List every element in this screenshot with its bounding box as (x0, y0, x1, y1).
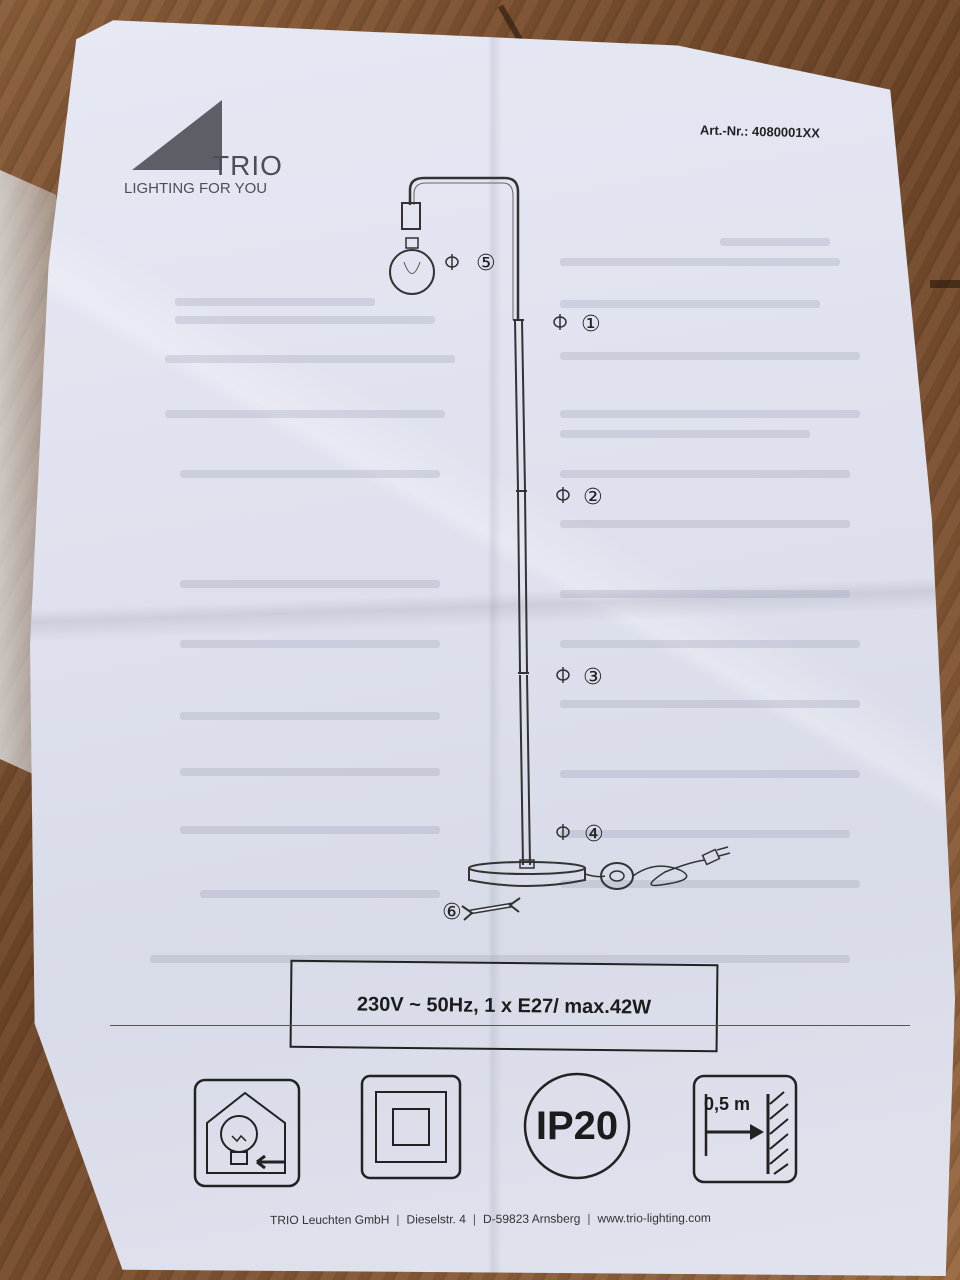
minimum-distance-icon: 0,5 m (692, 1074, 800, 1186)
company-footer: TRIO Leuchten GmbH | Dieselstr. 4 | D-59823 … (270, 1211, 711, 1227)
protection-class-icon (360, 1074, 462, 1180)
step-1-label: ① (581, 312, 601, 337)
distance-diagram (692, 1074, 798, 1184)
electrical-spec-box: 230V ~ 50Hz, 1 x E27/ max.42W (289, 959, 719, 1053)
footer-separator: | (472, 1212, 477, 1227)
lamp-arm-inner (413, 182, 514, 320)
company-city: D-59823 Arnsberg (482, 1211, 581, 1227)
company-name: TRIO Leuchten GmbH (269, 1212, 390, 1228)
power-cable (584, 873, 606, 878)
company-street: Dieselstr. 4 (406, 1212, 466, 1227)
wrench-icon (461, 897, 521, 921)
step-2-label: ② (583, 485, 603, 510)
brand-tagline: LIGHTING FOR YOU (124, 180, 268, 197)
lamp-arm (408, 176, 520, 320)
rotate-icon (445, 254, 570, 840)
ip-rating-badge: IP20 (522, 1070, 632, 1182)
plank-gap (930, 280, 960, 288)
bulb-replacement-icon (193, 1078, 301, 1188)
plug-icon (701, 846, 731, 866)
divider-line (110, 1025, 910, 1026)
bulb-icon (389, 237, 435, 295)
step-4-label: ④ (584, 822, 604, 847)
instruction-sheet (30, 20, 955, 1276)
step-3-label: ③ (583, 665, 603, 690)
foot-switch-icon (600, 862, 634, 890)
distance-value: 0,5 m (704, 1094, 751, 1114)
step-6-label: ⑥ (442, 900, 462, 925)
lamp-socket (401, 202, 421, 230)
lamp-pole (513, 319, 531, 866)
footer-separator: | (396, 1212, 400, 1227)
ip-rating-label: IP20 (535, 1103, 619, 1148)
electrical-spec: 230V ~ 50Hz, 1 x E27/ max.42W (356, 992, 652, 1019)
footer-separator: | (587, 1211, 591, 1226)
lamp-base (468, 859, 586, 887)
coiled-cable (632, 859, 706, 887)
step-5-label: ⑤ (476, 251, 496, 276)
company-website: www.trio-lighting.com (597, 1210, 711, 1226)
ip-rating-circle (523, 1072, 631, 1180)
brand-name: TRIO (212, 150, 283, 181)
